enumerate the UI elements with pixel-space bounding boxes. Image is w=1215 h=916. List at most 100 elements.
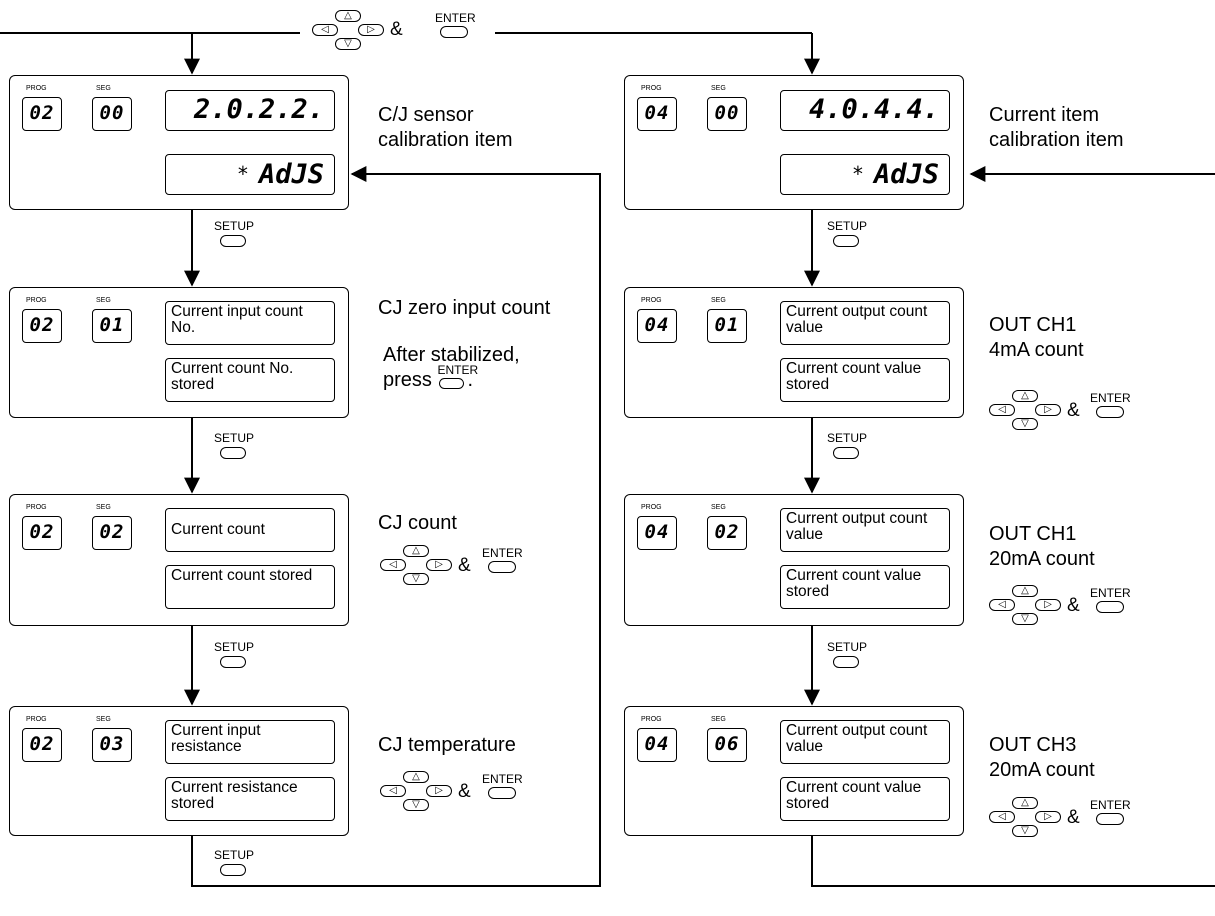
seg-tag: SEG [96,297,111,304]
seg-number-display: 00 [92,97,132,131]
setup-key-label: SETUP [214,640,255,654]
left-key[interactable] [989,599,1015,611]
right-key[interactable] [1035,811,1061,823]
right-key[interactable] [1035,404,1061,416]
lower-display: Current resistance stored [165,777,335,821]
stabilized-note: After stabilized, press ENTER. [383,343,520,393]
upper-display: Current count [165,508,335,552]
note-period: . [467,369,474,391]
right-arrow-icon: ▷ [1044,404,1052,415]
current-calibration-display: PROG SEG 04 00 4.0.4.4. *AdJS [624,75,964,210]
left-key[interactable] [380,559,406,571]
lower-display: Current count value stored [780,358,950,402]
right-arrow-icon: ▷ [1044,599,1052,610]
enter-key-label: ENTER [1090,391,1131,405]
right-arrow-icon: ▷ [435,785,443,796]
arrow-keypad[interactable]: △ ◁ ▷ ▽ [989,585,1061,625]
up-key[interactable] [335,10,361,22]
inline-enter-key[interactable]: ENTER [437,364,478,389]
down-key[interactable] [403,799,429,811]
out-ch1-20ma-display: PROG SEG 04 02 Current output count valu… [624,494,964,626]
label-line-2: 20mA count [989,759,1095,781]
prog-number-display: 04 [637,97,677,131]
setup-key-label: SETUP [214,848,255,862]
right-key[interactable] [1035,599,1061,611]
out-ch1-20ma-label: OUT CH1 20mA count [989,522,1095,572]
down-key[interactable] [335,38,361,50]
seg-tag: SEG [96,85,111,92]
setup-key[interactable] [220,235,246,247]
left-arrow-icon: ◁ [389,785,397,796]
down-key[interactable] [1012,825,1038,837]
setup-key[interactable] [833,656,859,668]
enter-key[interactable] [488,561,516,573]
down-key[interactable] [1012,418,1038,430]
up-key[interactable] [403,545,429,557]
seg-tag: SEG [96,504,111,511]
prog-number-display: 04 [637,309,677,343]
ampersand: & [1067,595,1080,616]
enter-key-label: ENTER [482,772,523,786]
enter-key-label: ENTER [1090,586,1131,600]
setup-key-label: SETUP [827,219,868,233]
enter-key[interactable] [440,26,468,38]
enter-key-label: ENTER [437,363,479,377]
up-key[interactable] [403,771,429,783]
up-key[interactable] [1012,585,1038,597]
prog-number-display: 02 [22,728,62,762]
setup-key[interactable] [833,235,859,247]
up-arrow-icon: △ [1021,390,1029,401]
arrow-keypad[interactable]: △ ◁ ▷ ▽ [989,390,1061,430]
seg-number-display: 02 [92,516,132,550]
down-arrow-icon: ▽ [1021,613,1029,624]
label-line-1: OUT CH1 [989,523,1077,545]
arrow-keypad[interactable]: △ ◁ ▷ ▽ [380,771,452,811]
down-arrow-icon: ▽ [412,573,420,584]
upper-display: Current output count value [780,301,950,345]
up-key[interactable] [1012,390,1038,402]
right-arrow-icon: ▷ [367,24,375,35]
out-ch3-20ma-display: PROG SEG 04 06 Current output count valu… [624,706,964,836]
arrow-keypad[interactable]: △ ◁ ▷ ▽ [380,545,452,585]
left-key[interactable] [312,24,338,36]
setup-key[interactable] [220,447,246,459]
seg-tag: SEG [711,504,726,511]
setup-key[interactable] [833,447,859,459]
up-arrow-icon: △ [412,771,420,782]
right-key[interactable] [426,785,452,797]
left-arrow-icon: ◁ [998,599,1006,610]
down-key[interactable] [403,573,429,585]
left-key[interactable] [989,811,1015,823]
left-key[interactable] [989,404,1015,416]
asterisk: * [851,162,864,186]
prog-tag: PROG [641,297,662,304]
down-key[interactable] [1012,613,1038,625]
note-press-text: press [383,369,432,391]
top-arrow-keypad[interactable]: △ ◁ ▷ ▽ [312,10,384,50]
right-arrow-icon: ▷ [1044,811,1052,822]
enter-key-label: ENTER [482,546,523,560]
up-arrow-icon: △ [412,545,420,556]
enter-key[interactable] [488,787,516,799]
left-arrow-icon: ◁ [998,404,1006,415]
seg-number-display: 02 [707,516,747,550]
right-key[interactable] [426,559,452,571]
enter-key[interactable] [1096,813,1124,825]
setup-key[interactable] [220,656,246,668]
setup-key[interactable] [220,864,246,876]
left-key[interactable] [380,785,406,797]
prog-number-display: 02 [22,97,62,131]
down-arrow-icon: ▽ [344,38,352,49]
prog-number-display: 04 [637,728,677,762]
setup-key-label: SETUP [827,640,868,654]
out-ch3-20ma-label: OUT CH3 20mA count [989,733,1095,783]
enter-key[interactable] [1096,406,1124,418]
left-arrow-icon: ◁ [389,559,397,570]
up-key[interactable] [1012,797,1038,809]
cj-count-display: PROG SEG 02 02 Current count Current cou… [9,494,349,626]
enter-key[interactable] [1096,601,1124,613]
right-key[interactable] [358,24,384,36]
arrow-keypad[interactable]: △ ◁ ▷ ▽ [989,797,1061,837]
ampersand: & [1067,807,1080,828]
